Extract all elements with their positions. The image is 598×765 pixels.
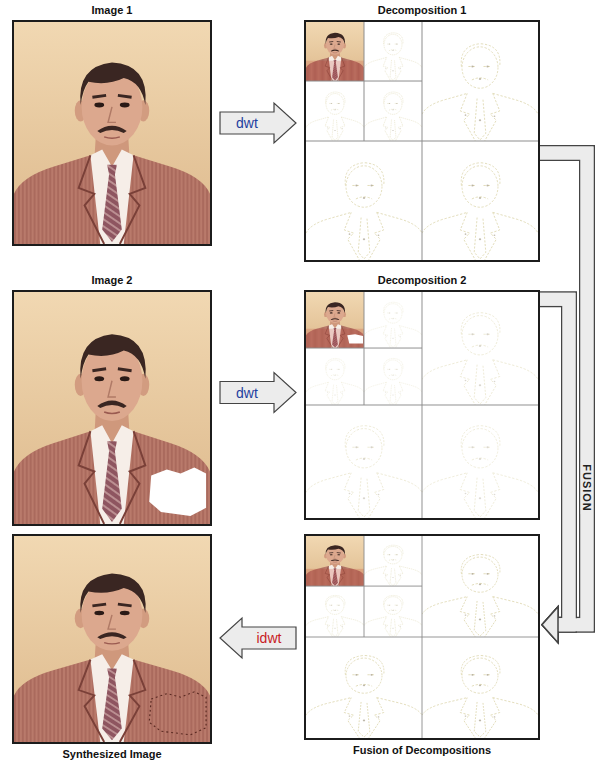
panel-title: Image 1 [12,2,212,18]
image-panel: Synthesized Image [12,534,212,762]
block-arrow [220,373,296,413]
panel-title: Fusion of Decompositions [304,742,540,758]
image-panel: Decomposition 2 [304,272,540,520]
spacer [12,744,212,746]
image-panel: Decomposition 1 [304,2,540,262]
panel-title: Synthesized Image [12,746,212,762]
fused-decomposition [306,536,538,738]
fusion-bracket [540,299,569,642]
panel-frame [12,534,212,744]
wavelet-decomposition [306,292,538,518]
band-fill [540,153,587,643]
portrait-photo [14,22,210,244]
image-panel: Image 1 [12,2,212,246]
panel-frame [12,290,212,526]
panel-title: Image 2 [12,272,212,288]
wavelet-decomposition [306,22,538,260]
fusion-bracket [540,153,587,643]
portrait-photo-damaged [14,292,210,524]
edge-label: dwt [234,384,260,402]
panel-frame [304,290,540,520]
panel-frame [304,20,540,262]
panel-frame [12,20,212,246]
spacer [304,740,540,742]
edge-label: dwt [234,114,260,132]
image-panel: Image 2 [12,272,212,526]
panel-title: Decomposition 2 [304,272,540,288]
edge-label: idwt [255,629,284,647]
panel-title: Decomposition 1 [304,2,540,18]
portrait-photo-restored [14,536,210,742]
image-panel: Fusion of Decompositions [304,534,540,758]
panel-frame [304,534,540,740]
edge-label: FUSION [581,462,593,514]
block-arrow [220,618,296,658]
block-arrow [220,103,296,143]
